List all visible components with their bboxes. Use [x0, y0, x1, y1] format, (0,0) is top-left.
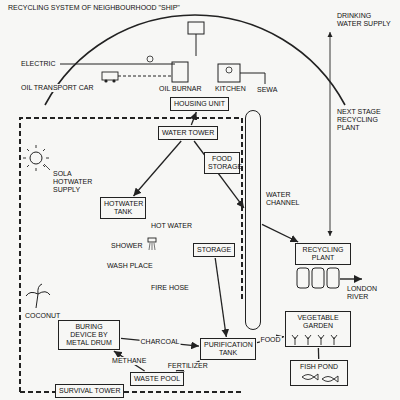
- node-text: HOUSING UNIT: [174, 100, 225, 108]
- coconut-tree: [26, 284, 50, 308]
- plant-tank: [312, 268, 324, 288]
- node-text: STORAGE: [197, 246, 231, 254]
- plant-tank: [297, 268, 309, 288]
- lamp-symbol: [147, 56, 153, 62]
- car-wheel: [104, 79, 107, 82]
- sun-symbol: [30, 152, 42, 164]
- burning-drum: BURING DEVICE BY METAL DRUM: [58, 320, 120, 350]
- water-channel: WATER CHANNEL: [245, 110, 261, 330]
- note-label: DRINKING WATER SUPPLY: [336, 12, 396, 28]
- flow-connector: [215, 258, 226, 337]
- note-label: COCONUT: [24, 312, 61, 320]
- node-text: FOOD STORAGE: [208, 155, 236, 171]
- housing-unit-box: HOUSING UNIT: [170, 97, 229, 111]
- flow-connector: [194, 141, 244, 208]
- node-text: PURIFICATION TANK: [204, 341, 252, 357]
- kitchen-sketch: [218, 64, 240, 82]
- vegetable-garden: VEGETABLE GARDEN: [285, 311, 351, 347]
- flow-label: FOOD: [259, 336, 281, 344]
- flow-label: METHANE: [111, 357, 147, 365]
- electric-wire: [60, 64, 175, 65]
- oil-car: [102, 72, 118, 80]
- water-tower: WATER TOWER: [158, 126, 218, 140]
- note-label: KITCHEN: [214, 85, 247, 93]
- node-text: WATER TOWER: [162, 129, 214, 137]
- node-text: RECYCLING PLANT: [299, 246, 347, 262]
- diagram-title: RECYCLING SYSTEM OF NEIGHBOURHOOD "SHIP": [8, 4, 180, 12]
- flow-connector: [121, 338, 199, 346]
- supply-arrow: [330, 32, 331, 236]
- sun-leader: [44, 164, 50, 170]
- note-label: OIL BURNAR: [158, 85, 203, 93]
- sewer-pipe: [240, 73, 265, 84]
- waste-pool: WASTE POOL: [130, 372, 184, 386]
- note-label: ELECTRIC: [20, 60, 57, 68]
- node-text: VEGETABLE GARDEN: [289, 314, 347, 330]
- node-text: FISH POND: [294, 363, 344, 371]
- purification-tank: PURIFICATION TANK: [200, 338, 256, 360]
- recycling-plant: RECYCLING PLANT: [295, 243, 351, 265]
- storage-box: STORAGE: [193, 243, 235, 257]
- food-storage-box: FOOD STORAGE: [204, 152, 240, 174]
- flow-connector: [134, 141, 182, 196]
- fish-pond: FISH POND: [290, 360, 348, 386]
- river-outflow: [340, 278, 362, 279]
- note-label: OIL TRANSPORT CAR: [20, 84, 94, 92]
- shower-spray: [149, 243, 155, 250]
- note-label: LONDON RIVER: [346, 285, 398, 301]
- node-text: SURVIVAL TOWER: [59, 387, 120, 395]
- survival-boundary: [20, 391, 242, 393]
- node-text: BURING DEVICE BY METAL DRUM: [62, 323, 116, 347]
- flow-label: FERTILIZER: [167, 362, 209, 370]
- node-text: HOTWATER TANK: [104, 200, 142, 216]
- oil-burner: [172, 62, 188, 82]
- node-text: WASTE POOL: [134, 375, 180, 383]
- flow-connector: [191, 112, 196, 125]
- node-text: WATER CHANNEL: [266, 191, 310, 207]
- note-label: WASH PLACE: [106, 262, 154, 270]
- supply-pipe: [196, 34, 197, 56]
- shower-head: [148, 238, 156, 242]
- pot-symbol: [226, 67, 232, 73]
- plant-tank: [327, 268, 339, 288]
- note-label: SOLA HOTWATER SUPPLY: [52, 170, 98, 194]
- flow-connector: [262, 224, 298, 242]
- oil-line: [118, 76, 172, 77]
- flow-connector: [318, 348, 320, 359]
- flow-label: CHARCOAL: [140, 338, 181, 346]
- hotwater-tank: HOTWATER TANK: [100, 197, 146, 219]
- sun-rays: [23, 145, 49, 171]
- note-label: FIRE HOSE: [150, 284, 190, 292]
- roof-tank: [188, 22, 204, 34]
- note-label: SEWA: [256, 86, 278, 94]
- survival-tower-box: SURVIVAL TOWER: [55, 384, 124, 398]
- note-label: SHOWER: [110, 242, 144, 250]
- car-wheel: [112, 79, 115, 82]
- note-label: NEXT STAGE RECYCLING PLANT: [336, 108, 394, 132]
- note-label: HOT WATER: [150, 222, 193, 230]
